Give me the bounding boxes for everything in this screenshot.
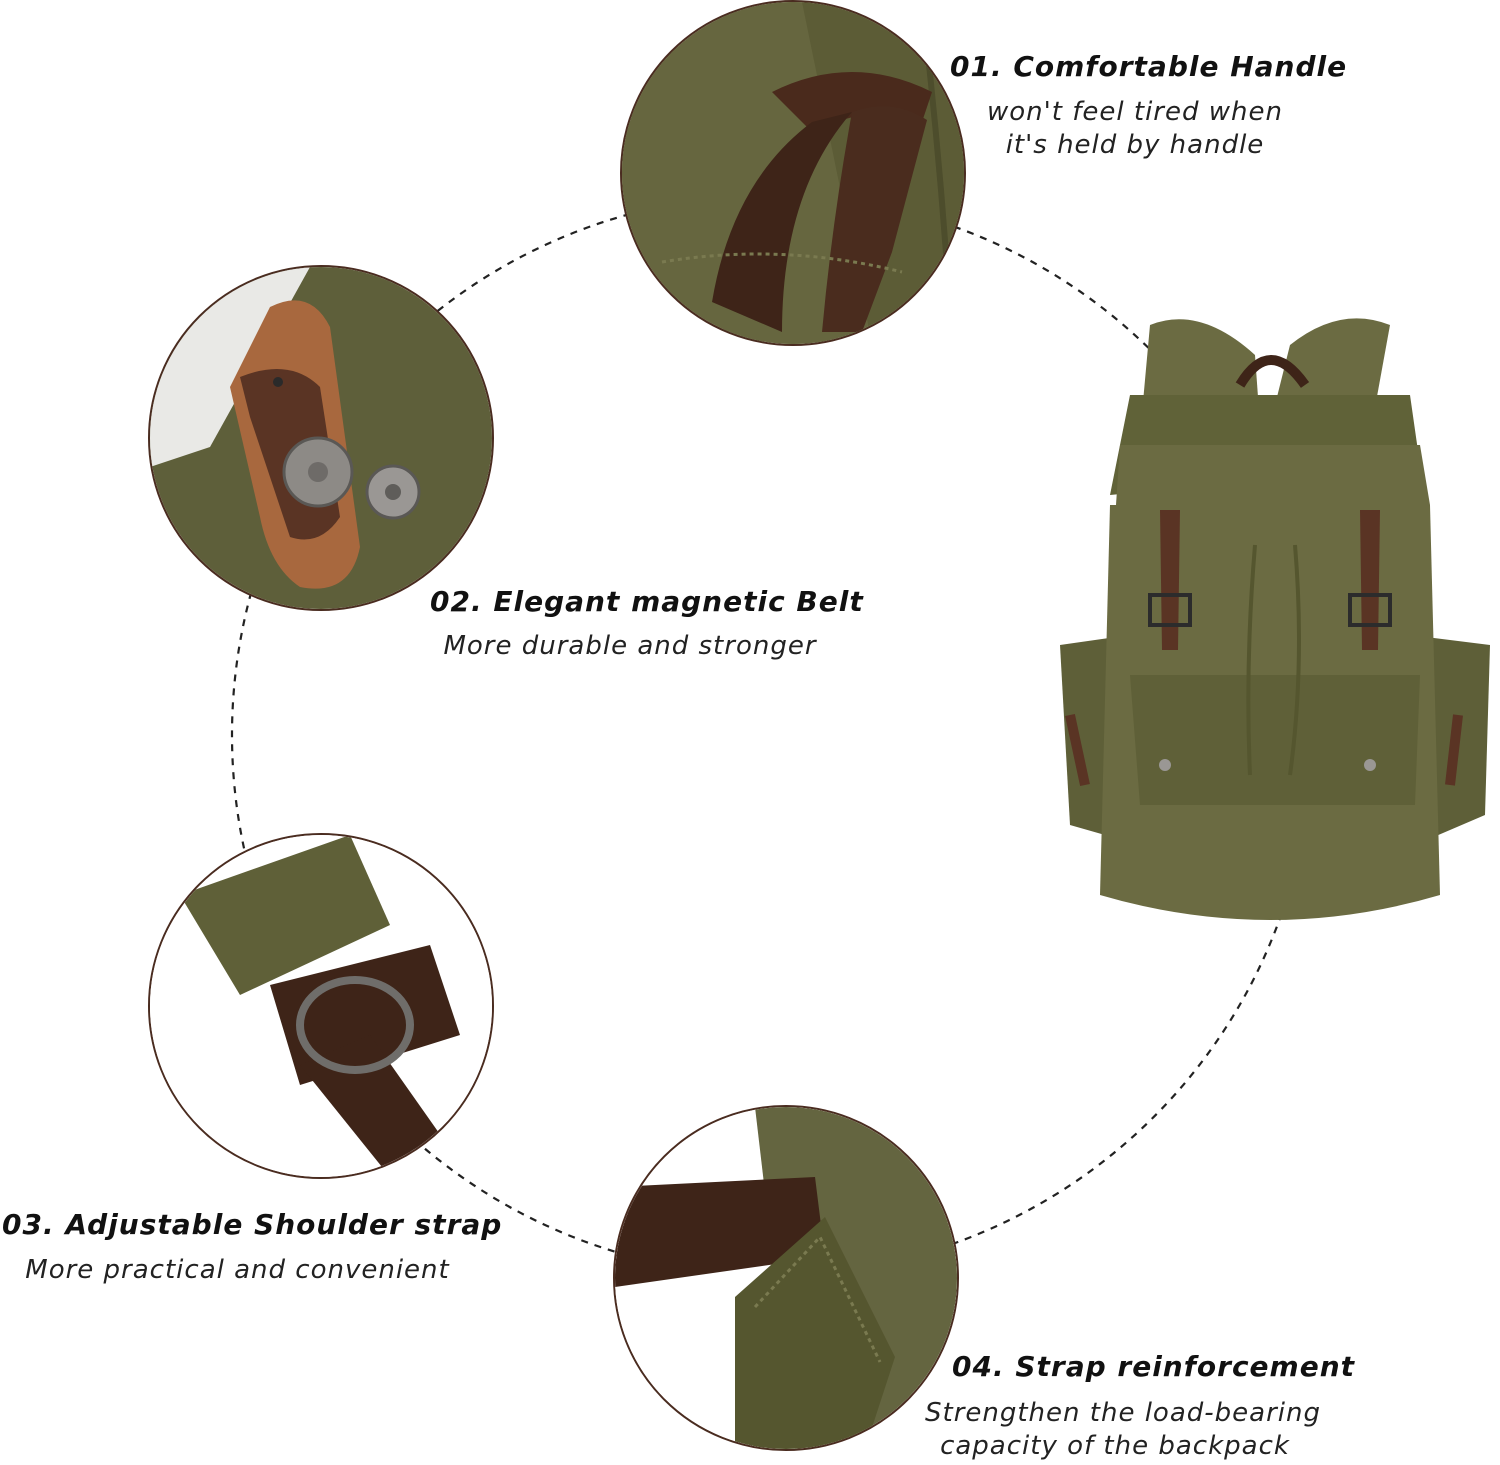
feature-4-description-line-2: capacity of the backpack (940, 1431, 1290, 1461)
feature-2-description: More durable and stronger (440, 630, 820, 663)
magnetic-belt-detail-photo (148, 265, 494, 611)
feature-4-description-line-1: Strengthen the load-bearing (925, 1398, 1321, 1428)
feature-4-description: Strengthen the load-bearing capacity of … (925, 1397, 1321, 1463)
feature-1-description: won't feel tired when it's held by handl… (980, 96, 1290, 162)
handle-detail-photo (620, 0, 966, 346)
feature-1-description-line-2: it's held by handle (1005, 130, 1265, 160)
feature-1-description-line-1: won't feel tired when (987, 97, 1283, 127)
feature-3-description: More practical and convenient (25, 1254, 450, 1287)
feature-1-title: 01. Comfortable Handle (950, 50, 1348, 83)
feature-3-title: 03. Adjustable Shoulder strap (2, 1208, 503, 1241)
feature-2-title: 02. Elegant magnetic Belt (430, 585, 864, 618)
backpack-photo (1040, 305, 1500, 955)
strap-reinforcement-detail-photo (613, 1105, 959, 1451)
feature-4-title: 04. Strap reinforcement (952, 1350, 1356, 1383)
feature-2-description-line-1: More durable and stronger (443, 631, 817, 661)
shoulder-strap-detail-photo (148, 833, 494, 1179)
feature-3-description-line-1: More practical and convenient (25, 1255, 450, 1285)
